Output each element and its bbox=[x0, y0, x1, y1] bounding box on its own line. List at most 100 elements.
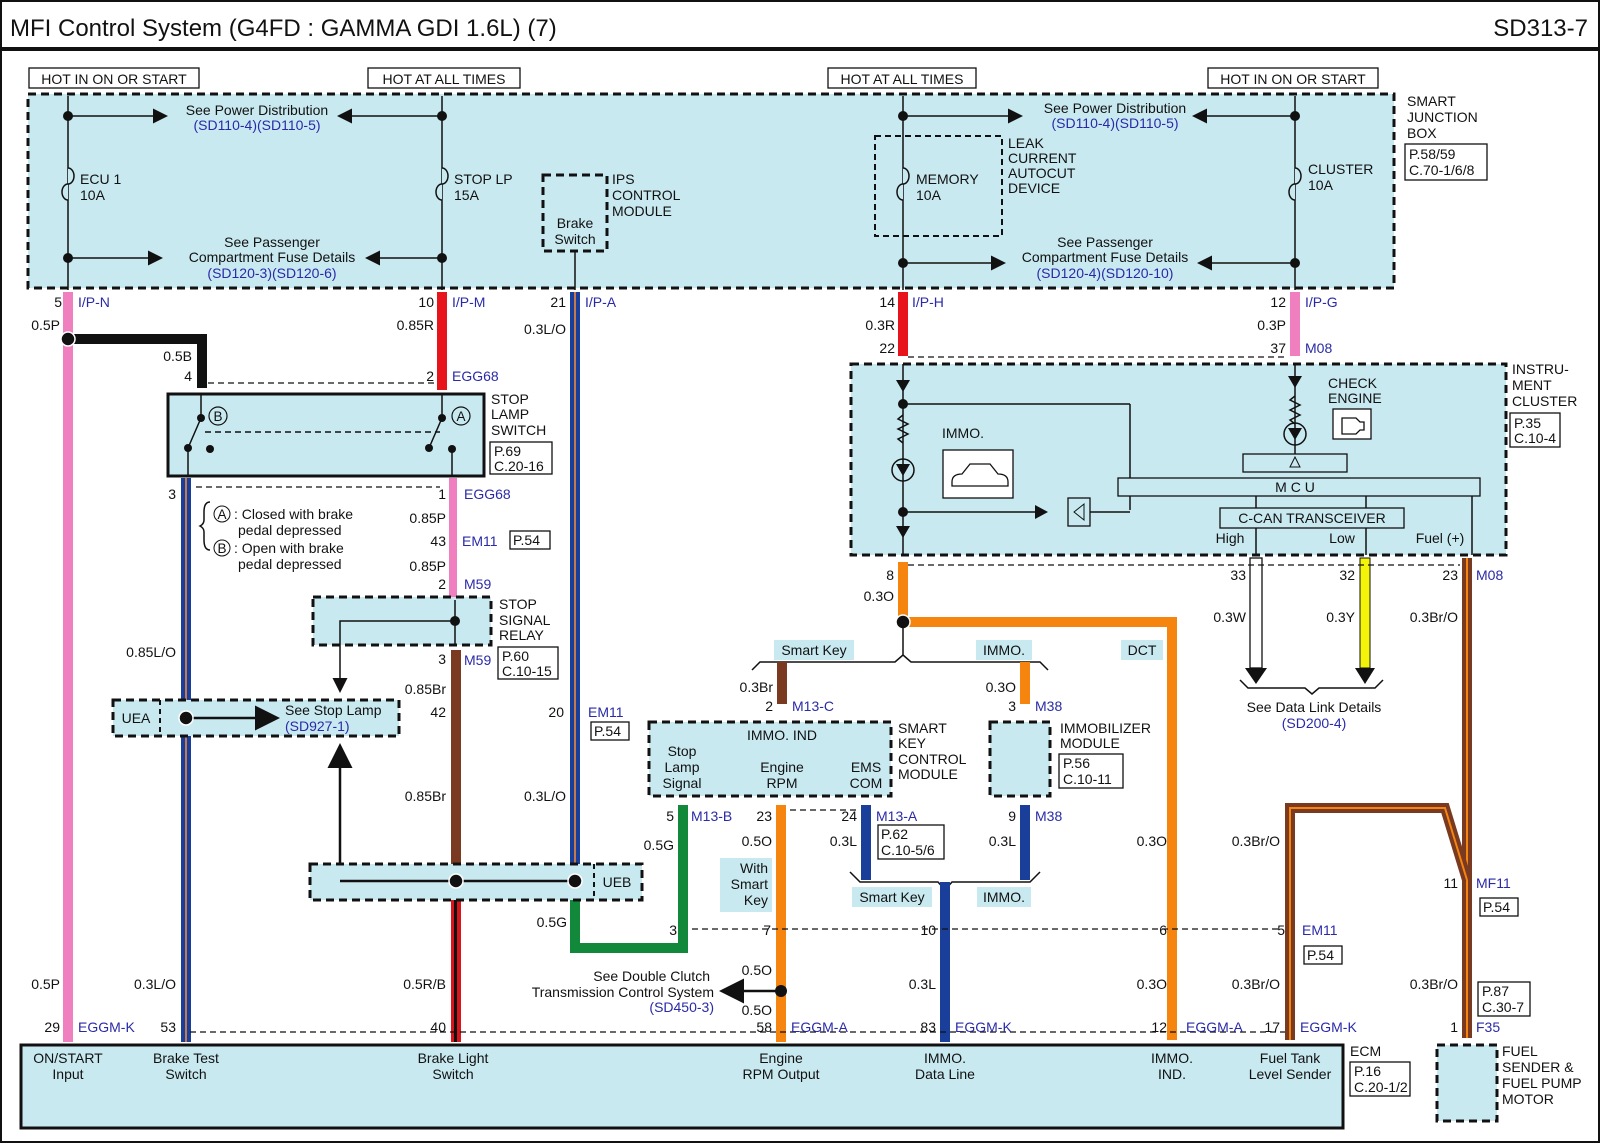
dct-ref[interactable]: See Double Clutch Transmission Control S… bbox=[532, 968, 714, 1015]
svg-text:RPM Output: RPM Output bbox=[742, 1066, 819, 1082]
passenger-fuse-ref-left[interactable]: See Passenger Compartment Fuse Details (… bbox=[189, 234, 356, 281]
svg-text:(SD200-4): (SD200-4) bbox=[1282, 715, 1347, 731]
wire-0.3Br-brown bbox=[777, 662, 787, 704]
svg-text:Input: Input bbox=[52, 1066, 83, 1082]
check-engine-label: CHECK bbox=[1328, 375, 1378, 391]
ips-brake-label: Brake bbox=[557, 215, 594, 231]
svg-text:HOT IN ON OR START: HOT IN ON OR START bbox=[1220, 71, 1366, 87]
svg-text:(SD927-1): (SD927-1) bbox=[285, 718, 350, 734]
svg-text:Engine: Engine bbox=[759, 1050, 803, 1066]
svg-text:EGGM-A: EGGM-A bbox=[1186, 1019, 1243, 1035]
svg-text:P.58/59: P.58/59 bbox=[1409, 146, 1456, 162]
data-link-ref[interactable]: See Data Link Details (SD200-4) bbox=[1247, 699, 1382, 731]
svg-text:C.20-16: C.20-16 bbox=[494, 458, 544, 474]
svg-text:32: 32 bbox=[1339, 567, 1355, 583]
sjb-junction-dots bbox=[63, 111, 1300, 268]
svg-text:See Power Distribution: See Power Distribution bbox=[186, 102, 328, 118]
svg-text:I/P-H: I/P-H bbox=[912, 294, 944, 310]
svg-text:8: 8 bbox=[886, 567, 894, 583]
wire-0.3O-orange bbox=[898, 562, 908, 622]
svg-text:MODULE: MODULE bbox=[898, 766, 958, 782]
svg-text:P.54: P.54 bbox=[513, 532, 540, 548]
buffer-icon bbox=[1067, 497, 1091, 527]
wire-0.5B-black bbox=[68, 334, 207, 388]
svg-text:22: 22 bbox=[879, 340, 895, 356]
wire-0.85R-red bbox=[437, 292, 447, 390]
svg-text:I/P-G: I/P-G bbox=[1305, 294, 1338, 310]
wire-0.3O-immo-orange bbox=[1020, 662, 1030, 704]
svg-text:CONTROL: CONTROL bbox=[898, 751, 967, 767]
svg-text:P.69: P.69 bbox=[494, 443, 521, 459]
svg-text:INSTRU-: INSTRU- bbox=[1512, 361, 1569, 377]
svg-text:Fuel Tank: Fuel Tank bbox=[1260, 1050, 1321, 1066]
svg-text:See Stop Lamp: See Stop Lamp bbox=[285, 702, 382, 718]
svg-text:0.3L/O: 0.3L/O bbox=[524, 788, 566, 804]
svg-text:A: A bbox=[217, 507, 226, 522]
svg-text:11: 11 bbox=[1443, 875, 1458, 891]
switch-legend: A : Closed with brake pedal depressed B … bbox=[198, 501, 353, 572]
svg-text:EM11: EM11 bbox=[588, 704, 624, 720]
svg-text:42: 42 bbox=[430, 704, 446, 720]
svg-text:83: 83 bbox=[920, 1019, 936, 1035]
immo-lamp-icon bbox=[891, 458, 915, 482]
svg-text:AUTOCUT: AUTOCUT bbox=[1008, 165, 1076, 181]
page-title: MFI Control System (G4FD : GAMMA GDI 1.6… bbox=[10, 15, 557, 42]
svg-text:58: 58 bbox=[756, 1019, 772, 1035]
svg-text:Lamp: Lamp bbox=[664, 759, 699, 775]
stop-lamp-ref[interactable]: See Stop Lamp (SD927-1) bbox=[285, 702, 382, 734]
svg-text:0.5G: 0.5G bbox=[644, 837, 674, 853]
svg-text:M C U: M C U bbox=[1275, 479, 1315, 495]
power-distribution-ref-right[interactable]: See Power Distribution (SD110-4)(SD110-5… bbox=[1044, 100, 1186, 131]
svg-text:24: 24 bbox=[841, 808, 857, 824]
svg-text:5: 5 bbox=[1277, 922, 1285, 938]
svg-text:17: 17 bbox=[1264, 1019, 1280, 1035]
svg-text:5: 5 bbox=[54, 294, 62, 310]
svg-text:P.60: P.60 bbox=[502, 648, 529, 664]
svg-text:0.5G: 0.5G bbox=[537, 914, 567, 930]
svg-text:ON/START: ON/START bbox=[33, 1050, 103, 1066]
svg-text:FUEL PUMP: FUEL PUMP bbox=[1502, 1075, 1582, 1091]
svg-text:LAMP: LAMP bbox=[491, 406, 529, 422]
immobilizer-module-label: IMMOBILIZER MODULE P.56 C.10-11 bbox=[1058, 720, 1151, 789]
svg-text:: Closed with brake: : Closed with brake bbox=[234, 506, 353, 522]
fuse-icon bbox=[61, 167, 1302, 201]
svg-text:pedal depressed: pedal depressed bbox=[238, 522, 342, 538]
smart-key-module-label: SMART KEY CONTROL MODULE bbox=[898, 720, 967, 782]
svg-text:JUNCTION: JUNCTION bbox=[1407, 109, 1478, 125]
ueb-label: UEB bbox=[603, 874, 632, 890]
power-label-hot-on-start-left: HOT IN ON OR START bbox=[28, 67, 200, 89]
svg-text:(SD120-3)(SD120-6): (SD120-3)(SD120-6) bbox=[207, 265, 336, 281]
passenger-fuse-ref-right[interactable]: See Passenger Compartment Fuse Details (… bbox=[1022, 234, 1189, 281]
svg-text:M59: M59 bbox=[464, 652, 491, 668]
svg-text:0.3Br/O: 0.3Br/O bbox=[1410, 609, 1458, 625]
svg-text:1: 1 bbox=[438, 486, 446, 502]
wire-0.3R-red bbox=[898, 292, 908, 356]
switch-contacts bbox=[187, 394, 453, 476]
svg-text:MODULE: MODULE bbox=[612, 203, 672, 219]
svg-text:10: 10 bbox=[920, 922, 936, 938]
switch-b-label: B bbox=[213, 409, 222, 424]
fuel-sender-label: FUEL SENDER & FUEL PUMP MOTOR bbox=[1502, 1043, 1582, 1107]
leak-current-autocut-device bbox=[874, 135, 1003, 237]
fuse-cluster-name: CLUSTER bbox=[1308, 161, 1373, 177]
svg-text:0.85Br: 0.85Br bbox=[405, 788, 447, 804]
svg-text:I/P-N: I/P-N bbox=[78, 294, 110, 310]
svg-text:SWITCH: SWITCH bbox=[491, 422, 546, 438]
power-distribution-ref-left[interactable]: See Power Distribution (SD110-4)(SD110-5… bbox=[186, 102, 328, 133]
svg-text:P.16: P.16 bbox=[1354, 1063, 1381, 1079]
svg-text:0.85Br: 0.85Br bbox=[405, 681, 447, 697]
svg-text:ECM: ECM bbox=[1350, 1043, 1381, 1059]
svg-text:RELAY: RELAY bbox=[499, 627, 545, 643]
svg-text:33: 33 bbox=[1230, 567, 1246, 583]
svg-text:ENGINE: ENGINE bbox=[1328, 390, 1382, 406]
svg-text:12: 12 bbox=[1151, 1019, 1167, 1035]
svg-text:0.3W: 0.3W bbox=[1213, 609, 1246, 625]
svg-text:0.5O: 0.5O bbox=[742, 1002, 772, 1018]
wire-0.5O-orange bbox=[776, 805, 786, 1042]
svg-text:EM11: EM11 bbox=[1302, 922, 1338, 938]
svg-text:DEVICE: DEVICE bbox=[1008, 180, 1060, 196]
svg-text:0.3O: 0.3O bbox=[1137, 976, 1167, 992]
svg-text:Brake Light: Brake Light bbox=[418, 1050, 489, 1066]
svg-text:SIGNAL: SIGNAL bbox=[499, 612, 551, 628]
